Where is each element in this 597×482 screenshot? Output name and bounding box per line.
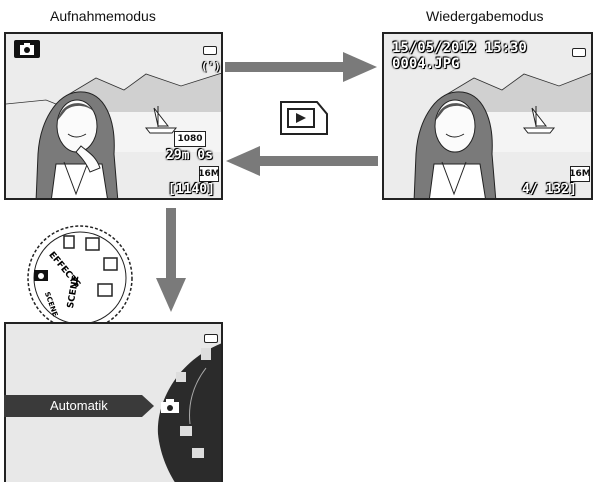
image-size-badge: 16M: [198, 166, 220, 182]
selected-mode-text: Automatik: [50, 398, 108, 413]
camera-icon[interactable]: [160, 398, 180, 414]
resolution-value: 1080: [177, 134, 203, 144]
wheel-scene-icon: [180, 426, 192, 436]
playback-filename: 0004.JPG: [392, 56, 460, 72]
portrait-scene-image: [6, 34, 221, 198]
image-size-badge: 16M: [569, 166, 591, 182]
wheel-continuous-icon: [201, 348, 211, 360]
wheel-effects-icon: [176, 372, 186, 382]
play-button[interactable]: [279, 100, 329, 136]
mode-dial[interactable]: EFFECTS SCENE SCENE: [24, 222, 136, 334]
movie-resolution-badge: 1080: [174, 131, 206, 147]
selected-mode-label[interactable]: Automatik: [4, 395, 154, 417]
shooting-screen: (') 1080 29m 0s 16M [1140]: [4, 32, 223, 200]
flash-icon: ('): [201, 60, 221, 73]
battery-icon: [203, 46, 217, 55]
remaining-shots: [1140]: [168, 182, 215, 197]
battery-icon: [204, 334, 218, 343]
dial-easy-auto-icon: [103, 257, 118, 271]
arrow-to-menu: [156, 208, 186, 312]
camera-icon: [14, 40, 40, 58]
battery-icon: [572, 48, 586, 57]
playback-screen: 15/05/2012 15:30 0004.JPG 16M 4/ 132]: [382, 32, 593, 200]
wheel-scene-auto-icon: [192, 448, 204, 458]
playback-image: [384, 34, 591, 198]
arrow-to-playback: [225, 52, 377, 82]
remaining-time: 29m 0s: [166, 148, 213, 163]
image-counter: 4/ 132]: [522, 182, 577, 197]
arrow-to-shooting: [226, 146, 378, 176]
playback-datetime: 15/05/2012 15:30: [392, 40, 527, 56]
shooting-mode-heading: Aufnahmemodus: [50, 8, 156, 24]
playback-mode-heading: Wiedergabemodus: [426, 8, 544, 24]
play-icon: [280, 101, 328, 135]
dial-continuous-icon: [63, 235, 75, 249]
dial-backlight-icon: [97, 283, 113, 297]
dial-smart-portrait-icon: [85, 237, 100, 251]
